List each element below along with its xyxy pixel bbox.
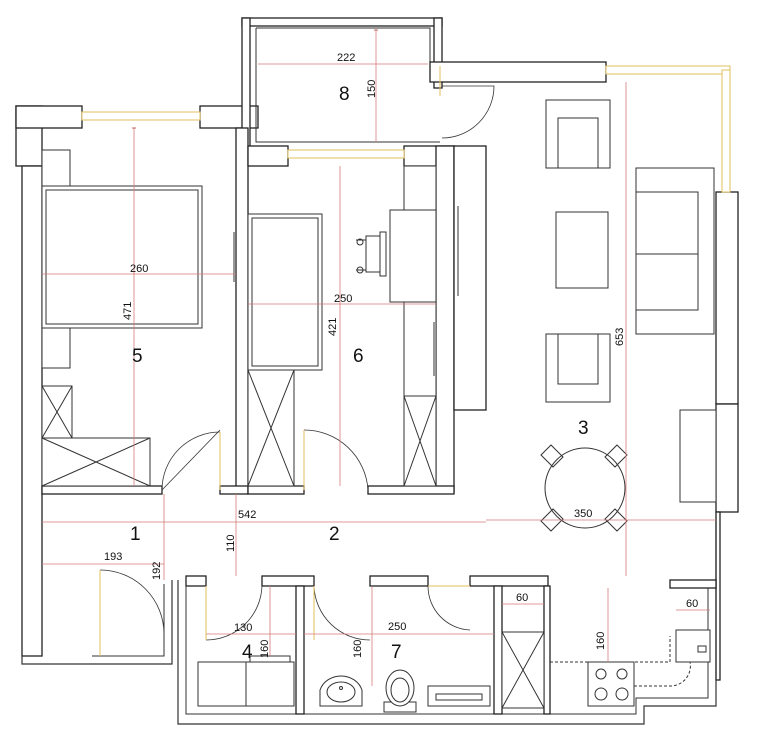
dim-hall-depth: 110 bbox=[225, 534, 237, 552]
dim-living-depth: 653 bbox=[614, 328, 626, 346]
dim-bath7-depth: 160 bbox=[352, 640, 364, 658]
dim-cabinet-width: 60 bbox=[516, 592, 528, 604]
coffee-table bbox=[555, 211, 609, 289]
room-number-4: 4 bbox=[242, 642, 253, 663]
room-number-5: 5 bbox=[132, 346, 143, 367]
room-number-8: 8 bbox=[339, 84, 350, 105]
tv-unit bbox=[679, 409, 717, 503]
cooktop bbox=[587, 661, 635, 707]
dim-bed5-depth: 471 bbox=[122, 302, 134, 320]
room-number-7: 7 bbox=[391, 642, 402, 663]
dim-kitchen-length: 160 bbox=[595, 632, 607, 650]
dim-bath7-width: 250 bbox=[388, 621, 406, 633]
interior-walls bbox=[41, 127, 717, 715]
room-number-1: 1 bbox=[130, 524, 141, 545]
doors bbox=[99, 85, 495, 656]
wc4-cabinet-left bbox=[197, 661, 247, 707]
dim-kitchen-depth: 60 bbox=[686, 598, 698, 610]
room-number-6: 6 bbox=[353, 346, 364, 367]
desk bbox=[389, 209, 437, 303]
dim-room6-width: 250 bbox=[334, 293, 352, 305]
dim-bed5-width: 260 bbox=[130, 263, 148, 275]
room-number-3: 3 bbox=[578, 418, 589, 439]
dim-balcony-width: 222 bbox=[337, 52, 355, 64]
room-numbers: 8 5 6 3 1 2 4 7 bbox=[130, 84, 589, 663]
furniture bbox=[41, 99, 717, 713]
windows bbox=[81, 65, 731, 193]
dining-table bbox=[544, 447, 626, 529]
dim-entry-width: 193 bbox=[104, 551, 122, 563]
dimension-labels: 222 150 260 471 250 421 653 350 542 110 … bbox=[104, 52, 698, 658]
outer-walls bbox=[15, 17, 739, 725]
toilet bbox=[385, 669, 415, 707]
dimension-lines bbox=[42, 29, 716, 686]
room-number-2: 2 bbox=[329, 524, 340, 545]
dim-hall-width: 542 bbox=[238, 509, 256, 521]
wash-basin bbox=[319, 675, 363, 707]
dim-wc4-width: 130 bbox=[234, 622, 252, 634]
dim-entry-depth: 192 bbox=[151, 562, 163, 580]
dim-balcony-depth: 150 bbox=[366, 80, 378, 98]
dim-wc4-depth: 160 bbox=[259, 640, 271, 658]
dim-living-width: 350 bbox=[574, 508, 592, 520]
dim-room6-depth: 421 bbox=[327, 318, 339, 336]
